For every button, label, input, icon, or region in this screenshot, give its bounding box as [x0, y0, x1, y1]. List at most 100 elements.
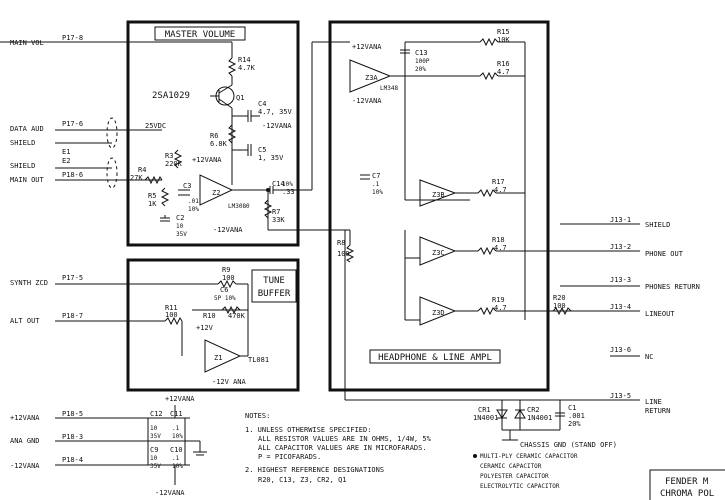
note-1b: ALL CAPACITOR VALUES ARE IN MICROFARADS.: [258, 444, 427, 452]
r8-label: R8: [337, 239, 345, 247]
cr2-diode: [514, 409, 526, 419]
r11-label: R11: [165, 304, 178, 312]
line-label: LINE: [645, 398, 662, 406]
c9-label: C9: [150, 446, 158, 454]
z1-neg-supply: -12V ANA: [212, 378, 247, 386]
legend-multi-ply: MULTI-PLY CERAMIC CAPACITOR: [480, 453, 578, 460]
z1-label: Z1: [214, 354, 222, 362]
c11-label: C11: [170, 410, 183, 418]
e2-label: E2: [62, 157, 70, 165]
r4-value: 27K: [130, 174, 143, 182]
z3c-opamp: [419, 236, 457, 266]
lm348-label: LM348: [380, 85, 398, 92]
z3d-opamp: [419, 296, 457, 326]
z3a-opamp: [349, 59, 392, 93]
c3-tol: 10%: [188, 206, 199, 213]
c2-value: 10: [176, 223, 184, 230]
lineout-label: LINEOUT: [645, 310, 675, 318]
c7-label: C7: [372, 172, 380, 180]
cr1-diode: [496, 409, 508, 419]
note-2: 2. HIGHEST REFERENCE DESIGNATIONS: [245, 466, 384, 474]
z3a-pos-supply: +12VANA: [352, 43, 382, 51]
c11-value: .1: [172, 425, 180, 432]
c3-label: C3: [183, 182, 191, 190]
r9-label: R9: [222, 266, 230, 274]
r16-label: R16: [497, 60, 510, 68]
c1-tol: 20%: [568, 420, 581, 428]
c12-rating: 35V: [150, 433, 161, 440]
z2-neg-supply: -12VANA: [213, 226, 243, 234]
lm3080-label: LM3080: [228, 203, 250, 210]
r17-label: R17: [492, 178, 505, 186]
r18-value: 4.7: [494, 244, 507, 252]
z3a-label: Z3A: [365, 74, 378, 82]
p18-5-label: P18-5: [62, 410, 83, 418]
pos-supply-label: +12VANA: [10, 414, 40, 422]
c3-value: .01: [188, 198, 199, 205]
r5-value: 1K: [148, 200, 157, 208]
chassis-gnd-label: CHASSIS GND (STAND OFF): [520, 441, 617, 449]
synth-zcd-label: SYNTH ZCD: [10, 279, 48, 287]
j13-5-label: J13-5: [610, 392, 631, 400]
main-out-label: MAIN OUT: [10, 176, 45, 184]
shield2-label: SHIELD: [10, 162, 35, 170]
cr1-label: CR1: [478, 406, 491, 414]
c5-label: C5: [258, 146, 266, 154]
tl081-label: TL081: [248, 356, 269, 364]
j13-1-label: J13-1: [610, 216, 631, 224]
c10-tol: 10%: [172, 463, 183, 470]
c10-label: C10: [170, 446, 183, 454]
title-block: [649, 469, 725, 500]
pos-rail-label: +12VANA: [165, 395, 195, 403]
j13-4-label: J13-4: [610, 303, 631, 311]
neg-rail-label: -12VANA: [155, 489, 185, 497]
r7-label: R7: [272, 208, 280, 216]
z3d-label: Z3D: [432, 309, 445, 317]
alt-out-label: ALT OUT: [10, 317, 40, 325]
z2-label: Z2: [212, 189, 220, 197]
neg-supply-label: -12VANA: [10, 462, 40, 470]
r5-label: R5: [148, 192, 156, 200]
c5-value: 1, 35V: [258, 154, 284, 162]
z1-pos-supply: +12V: [196, 324, 214, 332]
r4-label: R4: [138, 166, 146, 174]
headphone-title: HEADPHONE & LINE AMPL: [378, 353, 492, 363]
r17-value: 4.7: [494, 186, 507, 194]
r19-value: 4.7: [494, 304, 507, 312]
return-label: RETURN: [645, 407, 670, 415]
c12-label: C12: [150, 410, 163, 418]
c6-value: 5P 10%: [214, 295, 236, 302]
note-1a: ALL RESISTOR VALUES ARE IN OHMS, 1/4W, 5…: [258, 435, 432, 443]
c4-neg-label: -12VANA: [262, 122, 292, 130]
r14-label: R14: [238, 56, 251, 64]
r10-value: 470K: [228, 312, 246, 320]
25vdc-label: 25VDC: [145, 122, 166, 130]
r3-value: 220K: [165, 160, 183, 168]
r6-value: 6.8K: [210, 140, 228, 148]
r7-value: 33K: [272, 216, 285, 224]
z1-opamp: [204, 339, 242, 373]
r14-value: 4.7K: [238, 64, 256, 72]
c10-value: .1: [172, 455, 180, 462]
r15-value: 10K: [497, 36, 510, 44]
shield-ellipse-1: [106, 117, 118, 149]
p18-6-label: P18-6: [62, 171, 83, 179]
j13-6-label: J13-6: [610, 346, 631, 354]
r3-label: R3: [165, 152, 173, 160]
r11-value: 100: [165, 311, 178, 319]
legend-polyester: POLYESTER CAPACITOR: [480, 473, 549, 480]
p18-4-label: P18-4: [62, 456, 83, 464]
r6-label: R6: [210, 132, 218, 140]
r18-label: R18: [492, 236, 505, 244]
c2-label: C2: [176, 214, 184, 222]
r20-label: R20: [553, 294, 566, 302]
c13-value: 100P: [415, 58, 430, 65]
c9-rating: 35V: [150, 463, 161, 470]
headphone-line-box: [328, 20, 550, 392]
c7-value: .1: [372, 181, 380, 188]
cr2-label: CR2: [527, 406, 540, 414]
master-volume-box: [126, 20, 300, 247]
c14-value: .33: [282, 188, 295, 196]
headphone-title-box: [369, 349, 501, 364]
